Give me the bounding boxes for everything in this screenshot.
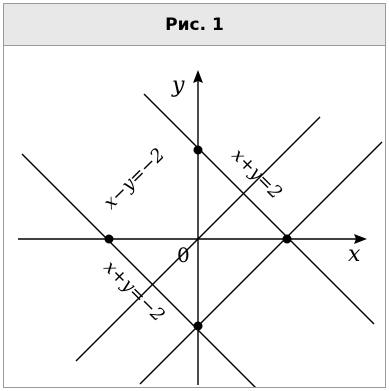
coordinate-plot: x y 0 x−y=−2 x+y=2 x+y=−2 [18, 70, 383, 387]
y-axis-arrow [193, 70, 203, 83]
point-0-minus-2 [193, 321, 203, 331]
point-0-2 [193, 145, 203, 155]
figure-header: Рис. 1 [4, 4, 385, 46]
label-x-minus-y-eq-minus-2: x−y=−2 [100, 144, 169, 213]
point-minus-2-0 [104, 234, 114, 244]
figure-title: Рис. 1 [165, 14, 224, 35]
line-x-minus-y-eq-2 [139, 141, 383, 385]
figure-frame: Рис. 1 x y 0 x−y=−2 x+y=2 x+y=−2 [3, 3, 386, 388]
origin-label: 0 [177, 243, 190, 267]
x-axis-label: x [348, 242, 361, 267]
line-x-plus-y-eq-minus-2 [21, 153, 256, 387]
y-axis-label: y [171, 73, 185, 98]
line-x-minus-y-eq-minus-2 [75, 116, 321, 362]
line-x-plus-y-eq-2 [143, 93, 375, 325]
x-axis-arrow [354, 234, 367, 244]
point-2-0 [282, 234, 292, 244]
label-x-plus-y-eq-2: x+y=2 [227, 145, 286, 204]
